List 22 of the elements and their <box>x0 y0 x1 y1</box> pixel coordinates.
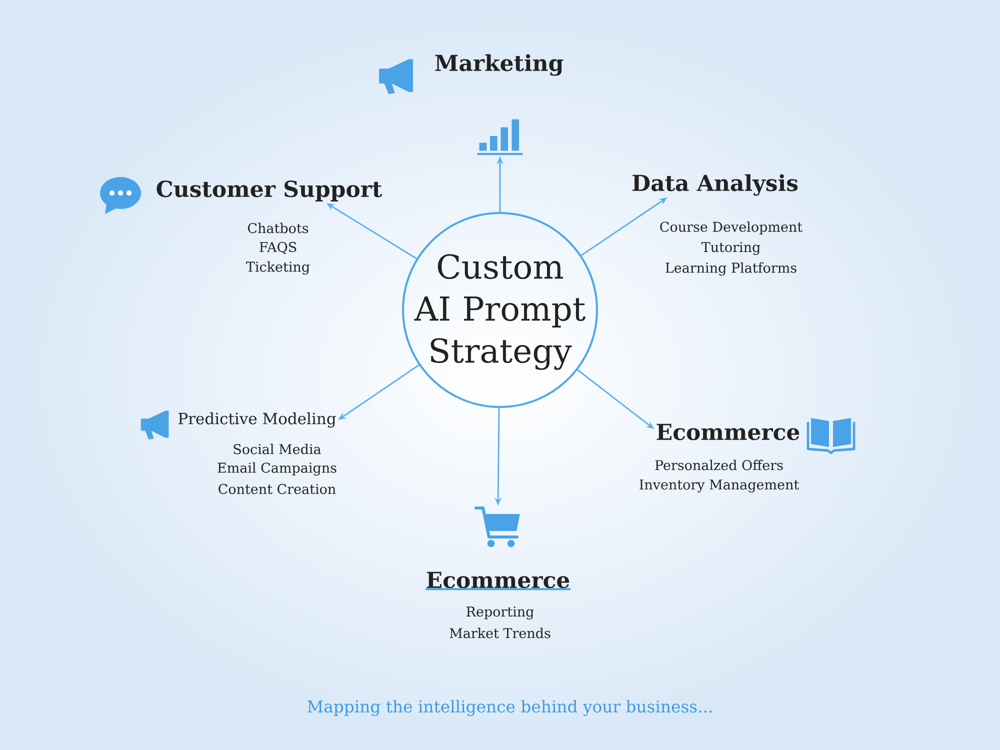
heading: Marketing <box>435 54 564 76</box>
shopping-cart-icon <box>474 506 520 548</box>
subtopic-text: Course Development <box>660 221 802 235</box>
subtopic-text: Reporting <box>466 606 534 620</box>
heading: Data Analysis <box>632 174 798 196</box>
heading: Ecommerce <box>656 424 800 440</box>
subtopic-text: Email Campaigns <box>218 462 336 476</box>
heading: Predictive Modeling <box>178 412 336 428</box>
subtopic-text: Learning Platforms <box>666 262 796 276</box>
subtopic-text: Market Trends <box>450 628 550 638</box>
subtopic-text: Social Media <box>234 444 321 454</box>
subtopic-text: Ticketing <box>246 261 310 275</box>
bar-chart-icon <box>477 119 523 155</box>
subtopic-text: Personalzed Offers <box>655 460 783 470</box>
caption: Mapping the intelligence behind your business... <box>308 700 712 716</box>
heading: Customer Support <box>156 180 382 202</box>
heading: Ecommerce <box>426 572 570 588</box>
subtopic-text: Tutoring <box>701 242 760 255</box>
subtopic-text: Content Creation <box>218 484 336 494</box>
subtopic-text: Inventory Management <box>640 480 800 492</box>
subtopic-text: Chatbots <box>248 222 308 234</box>
subtopic-text: FAQS <box>260 242 296 254</box>
